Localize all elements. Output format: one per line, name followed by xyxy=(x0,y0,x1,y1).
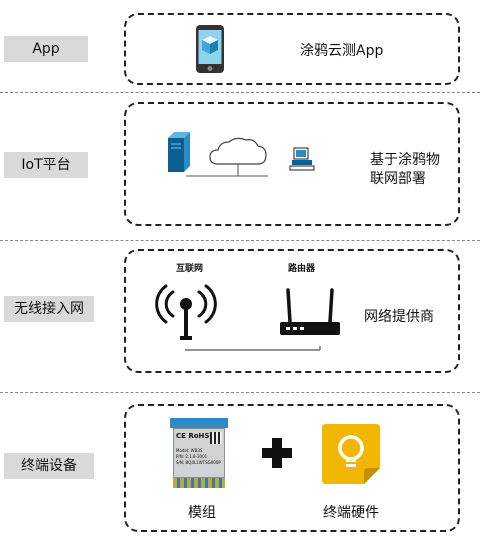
computer-icon xyxy=(289,147,315,171)
hardware-label: 终端硬件 xyxy=(323,505,379,521)
device-layer-box xyxy=(124,404,460,532)
layer-label-wireless-access: 无线接入网 xyxy=(4,296,94,322)
chip-text-line: Model: WB3S xyxy=(176,448,203,453)
network-layer-box xyxy=(124,249,460,373)
plus-icon xyxy=(262,438,292,468)
server-icon xyxy=(168,132,190,172)
router-label: 路由器 xyxy=(288,264,316,274)
chip-pins xyxy=(173,478,225,488)
internet-label: 互联网 xyxy=(176,264,204,274)
layer-label-app: App xyxy=(4,36,88,62)
module-chip: CE RoHS Model: WB3S P/N: 2.1.8-3001 S/N:… xyxy=(170,418,228,488)
iot-platform-text-line2: 联网部署 xyxy=(370,171,426,187)
iot-platform-text-line1: 基于涂鸦物 xyxy=(370,152,440,168)
divider xyxy=(0,392,480,393)
cloud-icon xyxy=(209,137,267,165)
chip-text-line: P/N: 2.1.8-3001 xyxy=(176,454,208,459)
router-icon xyxy=(280,288,340,335)
phone-icon xyxy=(196,25,224,73)
lightbulb-app-icon xyxy=(322,424,380,484)
qr-code xyxy=(210,432,222,444)
network-connection-line xyxy=(185,346,321,351)
layer-label-iot-platform: IoT平台 xyxy=(4,152,88,178)
app-layer-box xyxy=(124,13,460,85)
server-cloud-network-illustration xyxy=(168,132,315,177)
iot-layer-box xyxy=(124,102,460,226)
chip-text-line: S/N: BQ4L1WTSG000P xyxy=(176,460,221,465)
app-name: 涂鸦云测App xyxy=(300,43,384,59)
antenna-icon xyxy=(155,284,217,340)
layer-label-terminal-device: 终端设备 xyxy=(4,453,94,479)
divider xyxy=(0,92,480,93)
network-provider-text: 网络提供商 xyxy=(364,309,434,325)
divider xyxy=(0,240,480,241)
ce-rohs-mark: CE RoHS xyxy=(176,432,210,440)
module-label: 模组 xyxy=(188,505,216,521)
